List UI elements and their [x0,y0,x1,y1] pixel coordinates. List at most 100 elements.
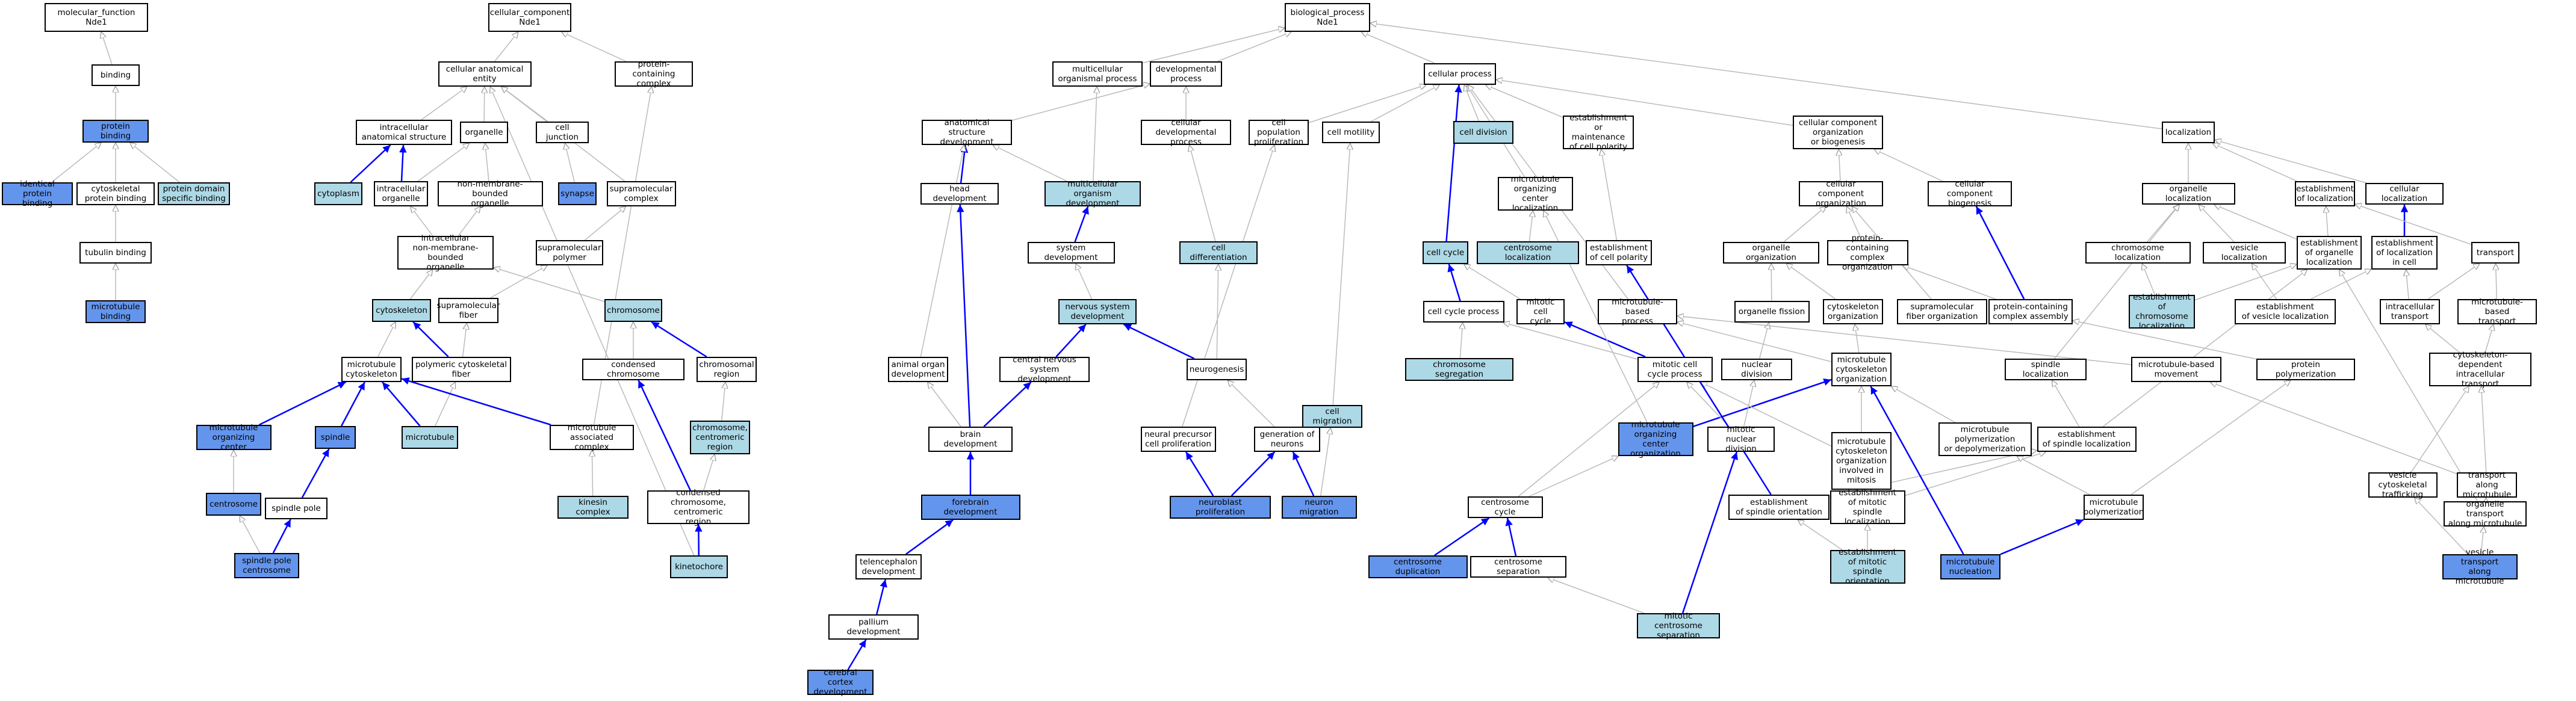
go-term-mtcoim[interactable]: microtubule cytoskeleton organization in… [1831,432,1892,490]
go-term-ccob[interactable]: cellular component organization or bioge… [1793,116,1883,149]
go-term-condchrom[interactable]: condensed chromosome [582,359,684,380]
go-term-identprot[interactable]: identical protein binding [2,179,73,208]
go-term-estmitspinor[interactable]: establishment of mitotic spindle orienta… [1830,548,1905,586]
go-term-genneur[interactable]: generation of neurons [1254,427,1320,452]
go-term-teldev[interactable]: telencephalon development [855,554,922,579]
go-term-asd[interactable]: anatomical structure development [922,118,1012,147]
go-term-orgorg[interactable]: organelle organization [1723,242,1819,264]
go-term-estvesloc[interactable]: establishment of vesicle localization [2235,299,2336,324]
go-term-mitnucdiv[interactable]: mitotic nuclear division [1707,425,1775,454]
go-term-neurogen[interactable]: neurogenesis [1187,359,1247,380]
go-term-cae[interactable]: cellular anatomical entity [438,61,532,87]
go-term-orgfission[interactable]: organelle fission [1734,301,1810,323]
go-term-estspinor[interactable]: establishment of spindle orientation [1728,495,1830,520]
go-term-estloc[interactable]: establishment of localization [2295,181,2355,206]
go-term-ccp[interactable]: cell cycle process [1423,301,1504,323]
go-term-cellmig[interactable]: cell migration [1302,405,1362,428]
go-term-orgloc[interactable]: organelle localization [2141,183,2235,205]
go-term-mitcentsep[interactable]: mitotic centrosome separation [1637,611,1720,640]
go-term-celldiff[interactable]: cell differentiation [1179,241,1258,264]
go-term-estmitspinloc[interactable]: establishment of mitotic spindle localiz… [1830,488,1905,527]
go-term-mtpd[interactable]: microtubule polymerization or depolymeri… [1938,422,2032,456]
go-term-cco[interactable]: cellular component organization [1799,179,1883,208]
go-term-otam[interactable]: organelle transport along microtubule [2444,499,2527,528]
go-term-emcp[interactable]: establishment or maintenance of cell pol… [1563,113,1634,152]
go-term-binding[interactable]: binding [92,64,140,86]
go-term-mocorg[interactable]: microtubule organizing center organizati… [1618,420,1693,459]
go-term-mtbmove[interactable]: microtubule-based movement [2131,357,2221,382]
go-term-protbind[interactable]: protein binding [82,120,149,143]
go-term-cellproc[interactable]: cellular process [1424,63,1496,85]
go-term-vct[interactable]: vesicle cytoskeletal trafficking [2368,471,2438,499]
go-term-kinesin[interactable]: kinesin complex [557,496,628,519]
go-term-mitccp[interactable]: mitotic cell cycle process [1637,357,1713,382]
go-term-smfo[interactable]: supramolecular fiber organization [1897,299,1987,324]
go-term-cytoprot[interactable]: cytoskeletal protein binding [76,182,155,205]
go-term-synapse[interactable]: synapse [558,182,597,205]
go-term-spindlepole[interactable]: spindle pole [265,498,327,519]
go-term-ccr[interactable]: condensed chromosome, centromeric region [647,488,750,527]
go-term-chromloc[interactable]: chromosome localization [2085,242,2191,264]
go-term-pallium[interactable]: pallium development [828,614,919,640]
go-term-mtnuc[interactable]: microtubule nucleation [1940,554,2000,579]
go-term-smpoly[interactable]: supramolecular polymer [536,240,603,265]
go-term-mitcc[interactable]: mitotic cell cycle [1516,297,1565,326]
go-term-devproc[interactable]: developmental process [1150,61,1222,87]
go-term-chromreg[interactable]: chromosomal region [697,357,757,382]
go-term-smc[interactable]: supramolecular complex [606,181,676,206]
go-term-polycf[interactable]: polymeric cytoskeletal fiber [411,357,511,382]
go-term-transport[interactable]: transport [2471,242,2519,264]
go-term-braindev[interactable]: brain development [928,427,1013,452]
go-term-mf[interactable]: molecular_function Nde1 [45,3,148,32]
go-term-pccassembly[interactable]: protein-containing complex assembly [1988,299,2073,324]
go-term-forebrain[interactable]: forebrain development [920,495,1020,520]
go-term-mocl[interactable]: microtubule organizing center localizati… [1497,174,1573,213]
go-term-pcc[interactable]: protein-containing complex [615,60,693,88]
go-term-centdup[interactable]: centrosome duplication [1368,555,1468,578]
go-term-microtubule[interactable]: microtubule [402,426,458,449]
go-term-mtbtransport[interactable]: microtubule-based transport [2457,297,2537,326]
go-term-domain[interactable]: protein domain specific binding [158,182,230,205]
go-term-mtpoly[interactable]: microtubule polymerization [2084,495,2144,520]
go-term-inmbo[interactable]: intracellular non-membrane-bounded organ… [397,233,494,272]
go-term-tubulin[interactable]: tubulin binding [79,242,152,264]
go-term-estspinloc[interactable]: establishment of spindle localization [2037,427,2137,452]
go-term-cc[interactable]: cellular_component Nde1 [488,3,571,32]
go-term-chromseg[interactable]: chromosome segregation [1405,358,1513,381]
go-term-estlocincell[interactable]: establishment of localization in cell [2371,236,2438,270]
go-term-mop[interactable]: multicellular organismal process [1052,61,1143,87]
go-term-kinetochore[interactable]: kinetochore [670,555,728,578]
go-term-cdit[interactable]: cytoskeleton-dependent intracellular tra… [2429,350,2531,389]
go-term-estorgloc[interactable]: establishment of organelle localization [2297,236,2362,270]
go-term-cytoskel[interactable]: cytoskeleton [372,299,431,322]
go-term-nsd[interactable]: nervous system development [1058,299,1137,324]
go-term-cnsd[interactable]: central nervous system development [999,355,1090,384]
go-term-mtac[interactable]: microtubule associated complex [550,423,634,452]
go-term-cortex[interactable]: cerebral cortex development [807,668,874,697]
go-term-ccbiog[interactable]: cellular component biogenesis [1928,179,2012,208]
go-term-mtbind[interactable]: microtubule binding [85,300,146,323]
go-term-npcp[interactable]: neural precursor cell proliferation [1140,427,1216,452]
go-term-mtco[interactable]: microtubule cytoskeleton organization [1831,353,1892,386]
go-term-cellmot[interactable]: cell motility [1322,122,1380,143]
go-term-tam[interactable]: transport along microtubule [2457,471,2517,499]
go-term-protpoly[interactable]: protein polymerization [2256,359,2355,380]
go-term-headdev[interactable]: head development [920,183,999,205]
go-term-centchromreg[interactable]: chromosome, centromeric region [690,421,750,454]
go-term-cellcycle[interactable]: cell cycle [1423,241,1468,264]
go-term-nmbo[interactable]: non-membrane-bounded organelle [437,179,543,208]
go-term-intratransport[interactable]: intracellular transport [2380,299,2440,324]
go-term-mod[interactable]: multicellular organism development [1044,179,1141,208]
go-term-pcca[interactable]: protein-containing complex organization [1826,233,1908,272]
go-term-localization[interactable]: localization [2162,122,2215,143]
go-term-cellpopprolif[interactable]: cell population proliferation [1249,118,1309,147]
go-term-spindle[interactable]: spindle [315,426,356,449]
go-term-cytoplasm[interactable]: cytoplasm [314,182,362,205]
go-term-mtcyto[interactable]: microtubule cytoskeleton [341,357,402,382]
go-term-nucdiv[interactable]: nuclear division [1721,359,1792,380]
go-term-estchromloc[interactable]: establishment of chromosome localization [2129,292,2195,331]
go-term-centsep[interactable]: centrosome separation [1470,556,1566,578]
go-term-ias[interactable]: intracellular anatomical structure [356,120,452,145]
go-term-bp[interactable]: biological_process Nde1 [1285,3,1370,32]
go-term-intorg[interactable]: intracellular organelle [374,181,428,206]
